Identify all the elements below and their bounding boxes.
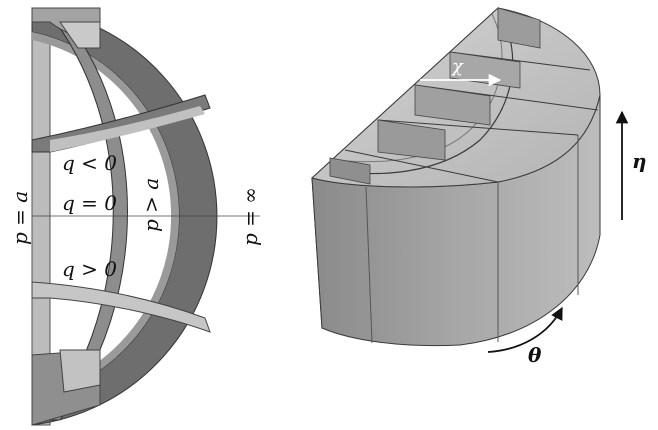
label-p-eq-inf: p = ∞ xyxy=(238,187,262,246)
label-q-eq-0: q = 0 xyxy=(62,191,117,215)
cone-q-lt-0-lower xyxy=(50,106,205,152)
cell-wall-c xyxy=(414,84,491,126)
label-q-lt-0: q < 0 xyxy=(62,151,117,175)
label-p-gt-a: p > a xyxy=(139,178,163,232)
inner-arc xyxy=(329,11,514,175)
inner-arc-2 xyxy=(334,13,503,163)
radial-4 xyxy=(377,119,579,136)
cell-wall-d xyxy=(377,119,446,161)
label-theta: θ xyxy=(528,343,542,367)
cell-wall-e xyxy=(329,157,371,185)
cell-wall-a xyxy=(497,7,541,49)
label-chi: χ xyxy=(450,56,464,77)
cone-q-gt-0 xyxy=(31,281,211,333)
bottom-cap-face xyxy=(59,349,101,393)
left-diagram: q < 0 q = 0 q > 0 p = a p > a p = ∞ xyxy=(8,7,262,426)
radial-5 xyxy=(344,149,499,183)
wall-seam-1 xyxy=(365,186,373,344)
label-p-eq-a: p = a xyxy=(8,191,32,245)
label-eta: η xyxy=(632,149,647,173)
top-cap-face xyxy=(59,21,101,49)
cell-wall-b xyxy=(449,51,521,89)
label-q-gt-0: q > 0 xyxy=(62,257,117,281)
theta-arrow xyxy=(487,306,563,353)
right-diagram: χ η θ xyxy=(310,6,647,367)
